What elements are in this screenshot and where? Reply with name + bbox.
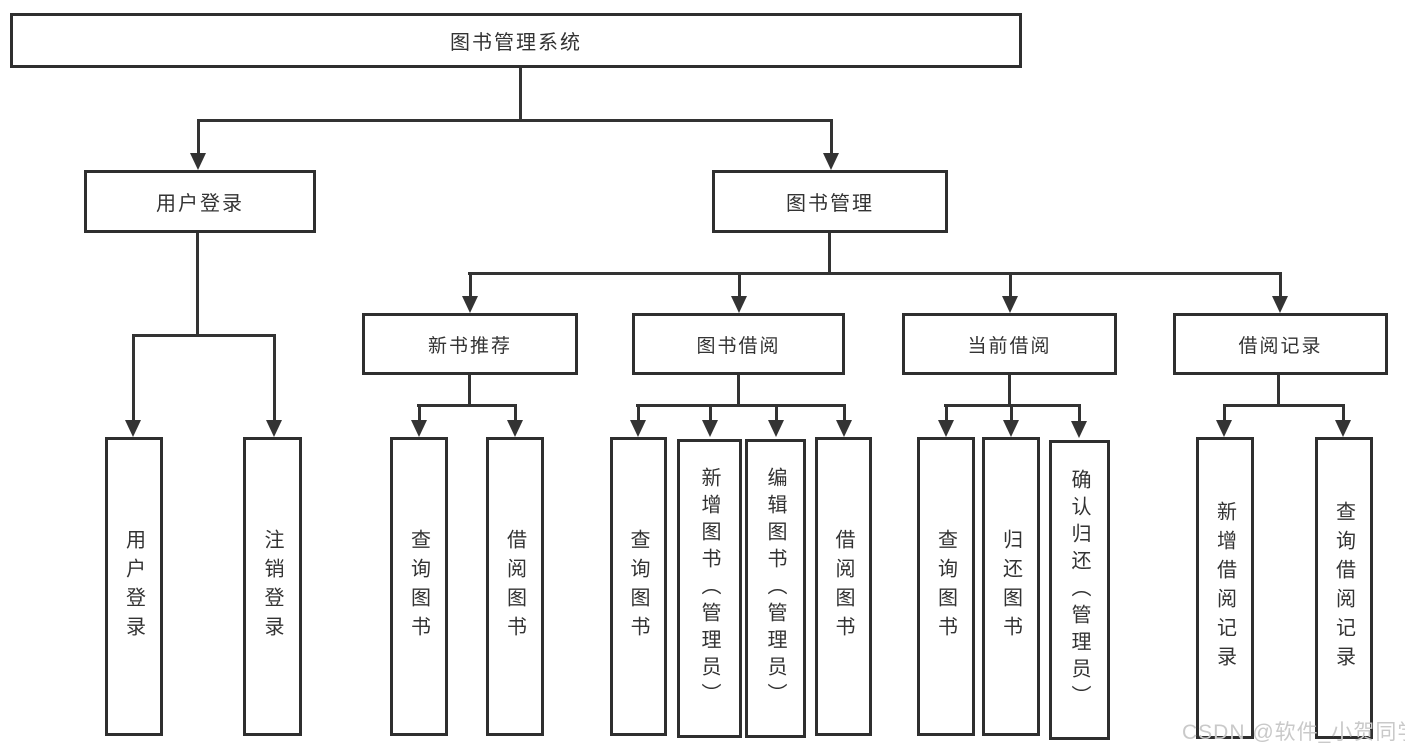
arrow-down-icon [938,404,954,437]
arrow-down-icon [507,404,523,437]
leaf-borrowing-query-books-label: 查询图书 [627,528,649,645]
leaf-user-login: 用户登录 [105,437,163,736]
node-book-management: 图书管理 [712,170,948,233]
node-user-login: 用户登录 [84,170,316,233]
leaf-borrowing-borrow-books: 借阅图书 [815,437,872,736]
arrow-down-icon [125,334,141,437]
leaf-return-books-label: 归还图书 [999,528,1022,645]
node-root-label: 图书管理系统 [450,32,582,54]
connector-line [737,375,740,406]
arrow-down-icon [836,404,852,437]
leaf-add-books-admin-label: 新增图书（管理员） [698,467,720,710]
node-new-book-recommend-label: 新书推荐 [427,335,512,357]
node-borrow-records: 借阅记录 [1173,313,1388,375]
csdn-watermark: CSDN @软件_小贺同学 [1182,721,1405,744]
connector-line [828,233,831,274]
arrow-down-icon [1003,404,1019,437]
connector-line [196,233,199,336]
leaf-return-books: 归还图书 [982,437,1040,736]
connector-line [944,404,1081,407]
connector-line [1008,375,1011,406]
arrow-down-icon [411,404,427,437]
arrow-down-icon [1335,404,1351,437]
arrow-down-icon [731,272,747,313]
node-current-borrowing-label: 当前借阅 [967,335,1052,357]
leaf-add-borrow-record: 新增借阅记录 [1196,437,1254,739]
arrow-down-icon [823,119,839,170]
leaf-recommend-borrow-books: 借阅图书 [486,437,544,736]
leaf-logout: 注销登录 [243,437,302,736]
arrow-down-icon [1272,272,1288,313]
node-new-book-recommend: 新书推荐 [362,313,578,375]
arrow-down-icon [768,404,784,437]
leaf-add-borrow-record-label: 新增借阅记录 [1213,501,1236,675]
node-book-borrowing-label: 图书借阅 [696,335,781,357]
leaf-user-login-label: 用户登录 [122,528,145,645]
leaf-logout-label: 注销登录 [261,528,283,645]
connector-line [636,404,846,407]
connector-line [468,375,471,406]
leaf-recommend-borrow-books-label: 借阅图书 [503,528,526,645]
leaf-query-borrow-record: 查询借阅记录 [1315,437,1373,739]
leaf-confirm-return-admin: 确认归还（管理员） [1049,440,1110,740]
arrow-down-icon [266,334,282,437]
leaf-edit-books-admin: 编辑图书（管理员） [745,439,806,738]
node-book-management-label: 图书管理 [786,193,874,215]
arrow-down-icon [630,404,646,437]
arrow-down-icon [1071,404,1087,438]
leaf-add-books-admin: 新增图书（管理员） [677,439,742,738]
node-root: 图书管理系统 [10,13,1022,68]
leaf-current-query-books: 查询图书 [917,437,975,736]
connector-line [417,404,517,407]
leaf-recommend-query-books-label: 查询图书 [407,528,430,645]
leaf-recommend-query-books: 查询图书 [390,437,448,736]
leaf-borrowing-query-books: 查询图书 [610,437,667,736]
leaf-current-query-books-label: 查询图书 [934,528,957,645]
node-borrow-records-label: 借阅记录 [1238,335,1323,357]
leaf-edit-books-admin-label: 编辑图书（管理员） [764,467,786,710]
arrow-down-icon [190,119,206,170]
node-user-login-label: 用户登录 [156,193,244,215]
connector-line [1277,375,1280,406]
connector-line [132,334,276,337]
arrow-down-icon [702,404,718,437]
leaf-query-borrow-record-label: 查询借阅记录 [1332,501,1355,675]
node-current-borrowing: 当前借阅 [902,313,1117,375]
arrow-down-icon [1002,272,1018,313]
connector-line [519,68,522,121]
arrow-down-icon [1216,404,1232,437]
connector-line [1223,404,1345,407]
node-book-borrowing: 图书借阅 [632,313,845,375]
leaf-borrowing-borrow-books-label: 借阅图书 [832,528,854,645]
connector-line [197,119,833,122]
arrow-down-icon [462,272,478,313]
leaf-confirm-return-admin-label: 确认归还（管理员） [1068,468,1090,712]
connector-line [468,272,1281,275]
